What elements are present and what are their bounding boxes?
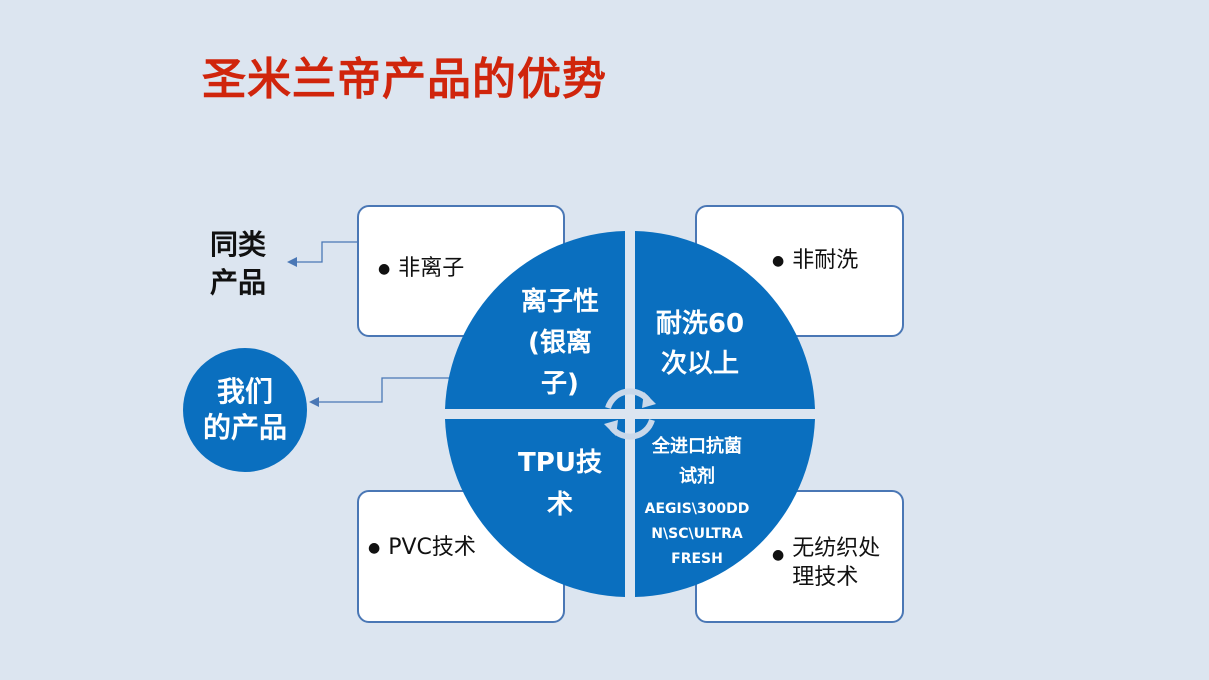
connector-ours xyxy=(312,377,450,403)
quadrant-top-right xyxy=(635,231,815,409)
bullet-icon: ● xyxy=(368,539,381,556)
arrow-left-icon xyxy=(287,257,297,267)
quadrant-bottom-right-title: 全进口抗菌 试剂 xyxy=(652,436,742,487)
quadrant-top-right-text: 耐洗60 次以上 xyxy=(655,309,745,379)
quadrant-bottom-right-detail: AEGIS\300DD N\SC\ULTRA FRESH xyxy=(644,501,750,567)
quadrant-bottom-left xyxy=(445,419,625,597)
quadrant-bottom-left-text: TPU技 术 xyxy=(518,448,602,520)
quadrant-bottom-right xyxy=(635,419,815,597)
bullet-icon: ● xyxy=(772,547,785,563)
card-top-right-text: ●非耐洗 xyxy=(772,248,859,273)
card-bottom-left-text: ●PVC技术 xyxy=(368,535,476,560)
page-title: 圣米兰帝产品的优势 xyxy=(202,54,607,105)
quadrant-top-left xyxy=(445,231,625,409)
card-bottom-right-text: ●无纺织处 理技术 xyxy=(772,536,881,590)
card-top-left-text: ●非离子 xyxy=(378,256,465,281)
connector-competitor xyxy=(290,241,357,263)
our-product-label: 我们 的产品 xyxy=(202,375,287,444)
competitor-label: 同类 产品 xyxy=(209,228,266,299)
our-product-badge: 我们 的产品 xyxy=(183,348,307,472)
refresh-cycle-icon xyxy=(604,388,656,440)
quadrant-top-left-text: 离子性 (银离 子) xyxy=(520,287,599,399)
arrow-left-icon xyxy=(309,397,319,407)
bullet-icon: ● xyxy=(772,252,785,269)
bullet-icon: ● xyxy=(378,260,391,277)
